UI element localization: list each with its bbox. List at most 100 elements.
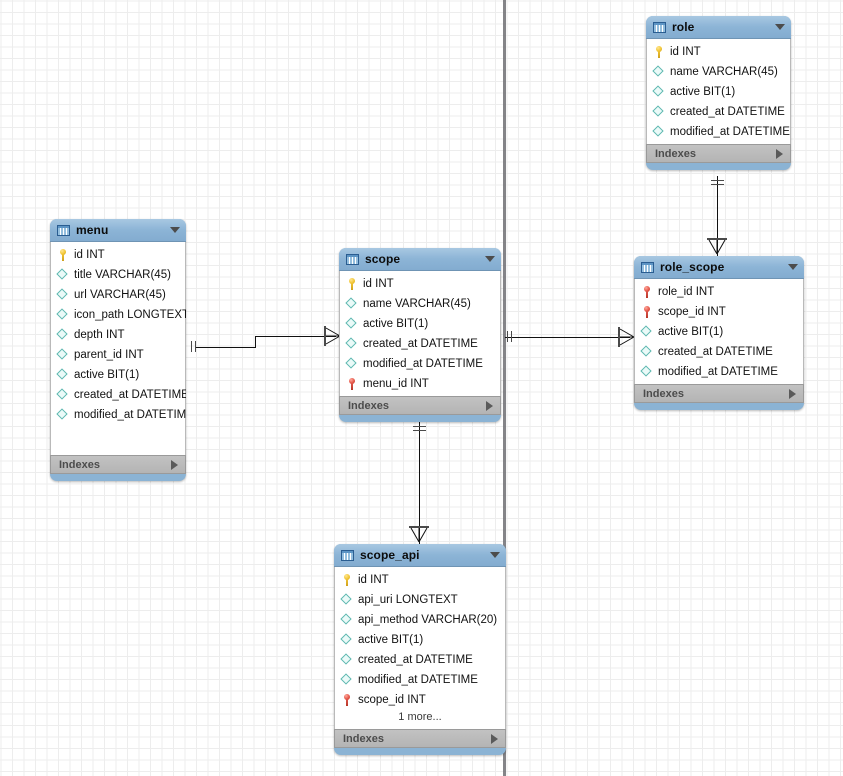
chevron-down-icon[interactable] [485, 256, 495, 262]
column-label: id INT [74, 249, 105, 261]
table-icon [57, 224, 70, 236]
column-row[interactable]: icon_path LONGTEXT [51, 305, 186, 325]
column-row[interactable]: name VARCHAR(45) [647, 62, 790, 82]
column-label: created_at DATETIME [670, 106, 785, 118]
column-diamond-icon [653, 105, 665, 119]
chevron-down-icon[interactable] [490, 552, 500, 558]
column-row[interactable]: created_at DATETIME [340, 334, 500, 354]
column-row[interactable]: id INT [335, 570, 505, 590]
column-label: active BIT(1) [363, 318, 429, 330]
column-label: title VARCHAR(45) [74, 269, 171, 281]
table-menu[interactable]: menu id INT title VARCHAR(45) url VARCHAR(4… [50, 219, 186, 481]
column-list-menu: id INT title VARCHAR(45) url VARCHAR(45) ic… [50, 242, 186, 455]
column-row[interactable]: created_at DATETIME [51, 385, 186, 405]
triangle-right-icon[interactable] [486, 400, 493, 411]
table-name: role_scope [660, 260, 725, 274]
indexes-bar-scope_api[interactable]: Indexes [334, 729, 506, 748]
column-row[interactable]: role_id INT [635, 282, 803, 302]
column-diamond-icon [641, 345, 653, 359]
table-header-scope_api[interactable]: scope_api [334, 544, 506, 567]
connector-segment [505, 337, 630, 338]
column-row[interactable]: modified_at DATETIME [340, 354, 500, 374]
column-label: modified_at DATETIME [74, 409, 186, 421]
indexes-bar-menu[interactable]: Indexes [50, 455, 186, 474]
column-label: id INT [670, 46, 701, 58]
table-header-role_scope[interactable]: role_scope [634, 256, 804, 279]
triangle-right-icon[interactable] [491, 733, 498, 744]
column-row[interactable]: title VARCHAR(45) [51, 265, 185, 285]
column-label: id INT [363, 278, 394, 290]
column-diamond-icon [57, 408, 69, 422]
column-row[interactable]: name VARCHAR(45) [340, 294, 500, 314]
indexes-bar-role[interactable]: Indexes [646, 144, 791, 163]
chevron-down-icon[interactable] [788, 264, 798, 270]
column-row[interactable]: modified_at DATETIME [51, 405, 186, 425]
indexes-label: Indexes [643, 387, 684, 400]
table-name: menu [76, 223, 109, 237]
column-row[interactable]: created_at DATETIME [335, 650, 505, 670]
primary-key-icon [57, 248, 69, 262]
column-row[interactable]: created_at DATETIME [635, 342, 803, 362]
column-label: api_uri LONGTEXT [358, 594, 458, 606]
column-row[interactable]: id INT [340, 274, 500, 294]
more-columns-label[interactable]: 1 more... [398, 711, 442, 723]
table-role[interactable]: role id INT name VARCHAR(45)active BIT(1) c… [646, 16, 791, 170]
column-row[interactable]: menu_id INT [340, 374, 500, 394]
column-diamond-icon [57, 348, 69, 362]
column-row[interactable]: modified_at DATETIME [335, 670, 505, 690]
table-header-menu[interactable]: menu [50, 219, 186, 242]
column-diamond-icon [653, 125, 665, 139]
column-row[interactable]: created_at DATETIME [647, 102, 790, 122]
column-label: role_id INT [658, 286, 715, 298]
triangle-right-icon[interactable] [776, 148, 783, 159]
connector-segment [419, 422, 420, 544]
table-name: scope [365, 252, 401, 266]
triangle-right-icon[interactable] [789, 388, 796, 399]
table-role_scope[interactable]: role_scope role_id INT scope_id INT active … [634, 256, 804, 410]
column-row[interactable]: api_uri LONGTEXT [335, 590, 505, 610]
column-label: parent_id INT [74, 349, 144, 361]
column-diamond-icon [57, 288, 69, 302]
column-row[interactable]: id INT [647, 42, 790, 62]
column-row[interactable]: active BIT(1) [635, 322, 803, 342]
column-diamond-icon [641, 365, 653, 379]
indexes-bar-scope[interactable]: Indexes [339, 396, 501, 415]
connector-segment [195, 347, 255, 348]
chevron-down-icon[interactable] [170, 227, 180, 233]
column-row[interactable]: id INT [51, 245, 185, 265]
column-diamond-icon [57, 368, 69, 382]
table-scope[interactable]: scope id INT name VARCHAR(45) active BIT(1)… [339, 248, 501, 422]
column-row[interactable]: scope_id INT [335, 690, 505, 710]
column-list-role_scope: role_id INT scope_id INT active BIT(1) crea… [634, 279, 804, 384]
column-row[interactable]: active BIT(1) [51, 365, 185, 385]
connector-segment [255, 336, 336, 337]
indexes-label: Indexes [343, 732, 384, 745]
table-header-role[interactable]: role [646, 16, 791, 39]
column-row[interactable]: parent_id INT [51, 345, 185, 365]
column-label: url VARCHAR(45) [74, 289, 166, 301]
column-label: created_at DATETIME [658, 346, 773, 358]
column-row[interactable]: modified_at DATETIME [647, 122, 790, 142]
column-row[interactable]: active BIT(1) [335, 630, 505, 650]
column-diamond-icon [346, 317, 358, 331]
column-label: menu_id INT [363, 378, 429, 390]
indexes-bar-role_scope[interactable]: Indexes [634, 384, 804, 403]
primary-key-icon [341, 573, 353, 587]
column-row[interactable]: url VARCHAR(45) [51, 285, 185, 305]
column-row[interactable]: depth INT [51, 325, 185, 345]
column-list-role: id INT name VARCHAR(45)active BIT(1) creat… [646, 39, 791, 144]
column-row[interactable]: api_method VARCHAR(20) [335, 610, 505, 630]
triangle-right-icon[interactable] [171, 459, 178, 470]
column-label: depth INT [74, 329, 125, 341]
foreign-key-icon [346, 377, 358, 391]
chevron-down-icon[interactable] [775, 24, 785, 30]
table-header-scope[interactable]: scope [339, 248, 501, 271]
column-diamond-icon [341, 673, 353, 687]
column-row[interactable]: scope_id INT [635, 302, 803, 322]
column-row[interactable]: modified_at DATETIME [635, 362, 803, 382]
column-label: scope_id INT [658, 306, 726, 318]
column-row[interactable]: active BIT(1) [340, 314, 500, 334]
column-row[interactable]: active BIT(1) [647, 82, 790, 102]
